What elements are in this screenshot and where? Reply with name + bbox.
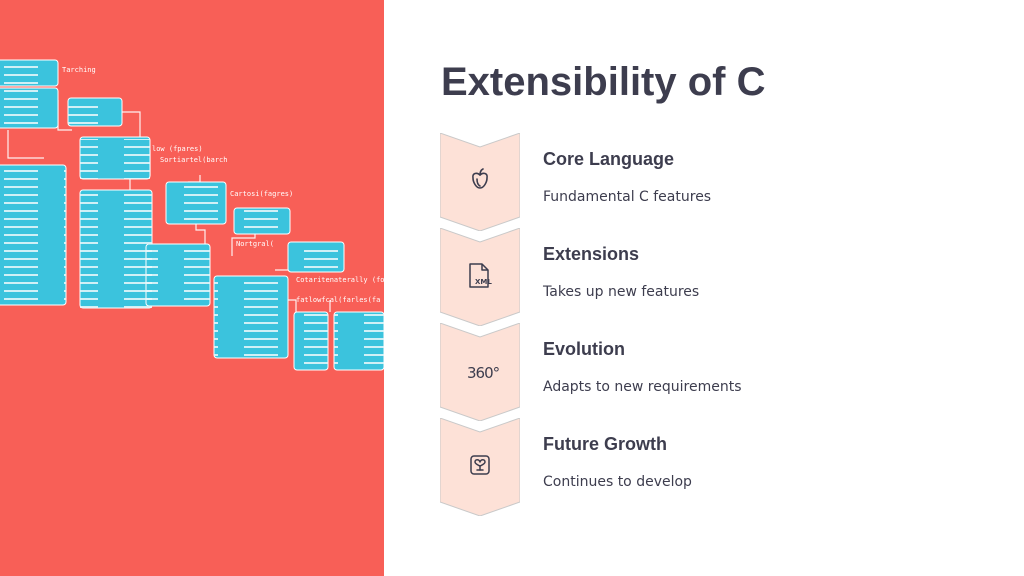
step-extensions: XML Extensions Takes up new features [440, 228, 960, 326]
chevron-shape: XML [440, 228, 520, 326]
step-description: Adapts to new requirements [543, 379, 742, 395]
step-title: Future Growth [543, 434, 667, 454]
apple-icon [467, 166, 493, 196]
flowchart-graphic: Tarching low (fpares) Sortiartel(barch C… [0, 59, 384, 371]
code-flowchart-image: Tarching low (fpares) Sortiartel(barch C… [0, 0, 384, 576]
flowchart-label: Nortgral( [236, 240, 274, 248]
step-title: Extensions [543, 244, 640, 264]
chevron-shape [440, 418, 520, 516]
svg-text:XML: XML [475, 278, 492, 286]
step-description: Continues to develop [543, 474, 692, 490]
step-title: Evolution [543, 339, 625, 359]
flowchart-label: fatlowfcal(farles(fa [296, 296, 380, 304]
flowchart-label: low (fpares) [152, 145, 203, 153]
step-description: Fundamental C features [543, 189, 712, 205]
chevron-shape: 360° [440, 323, 520, 421]
slide-title: Extensibility of C [441, 60, 766, 104]
flowchart-label: Cotaritenaterally (foran) [296, 276, 384, 284]
xml-file-icon: XML [467, 261, 493, 291]
chevron-shape [440, 133, 520, 231]
flowchart-label: Sortiartel(barch [160, 156, 227, 164]
growth-badge-icon [467, 451, 493, 481]
step-core-language: Core Language Fundamental C features [440, 133, 960, 231]
flowchart-label: Cartosi(fagres) [230, 190, 293, 198]
360-icon: 360° [467, 364, 500, 382]
flowchart-label: Tarching [62, 66, 96, 74]
step-description: Takes up new features [543, 284, 700, 300]
step-evolution: 360° Evolution Adapts to new requirement… [440, 323, 960, 421]
step-title: Core Language [543, 149, 675, 169]
step-future-growth: Future Growth Continues to develop [440, 418, 960, 516]
